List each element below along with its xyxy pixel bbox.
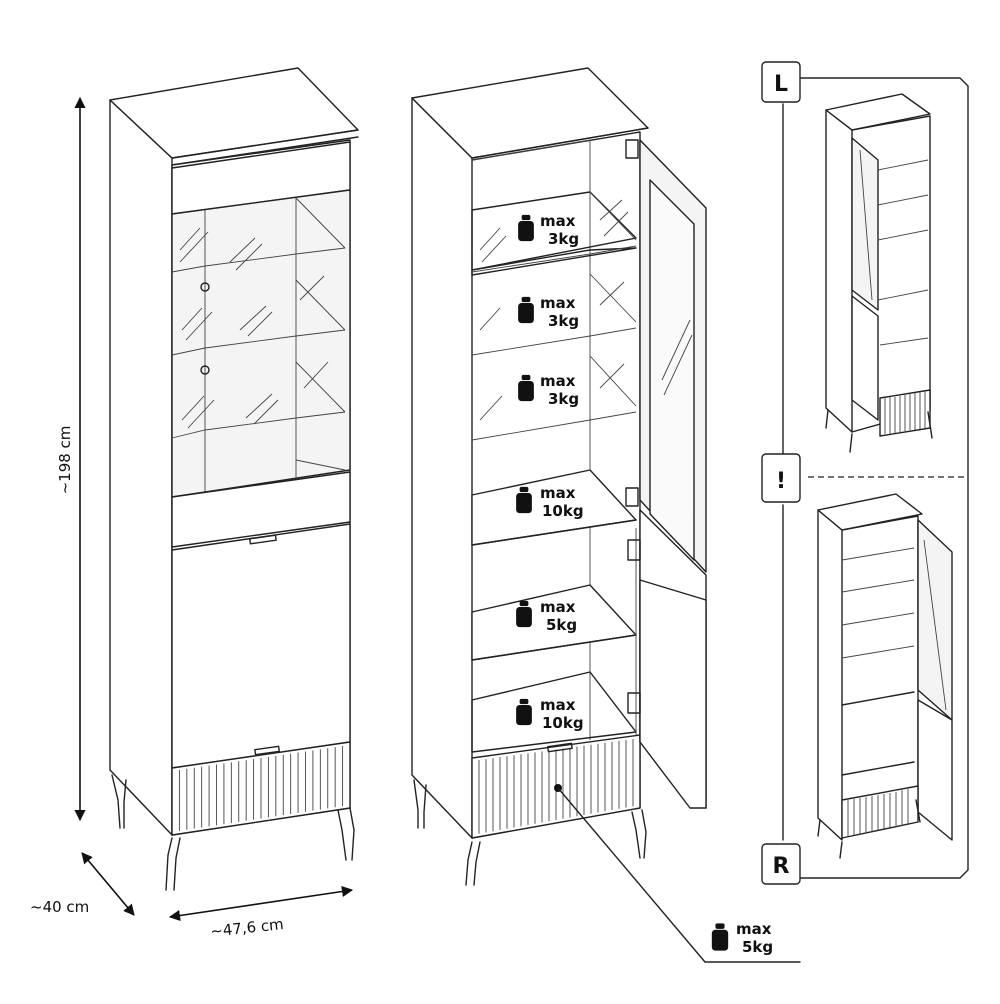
orientation-panel: L ! R — [761, 61, 969, 885]
svg-text:max: max — [540, 372, 576, 390]
load-label: max 10kg — [516, 484, 584, 520]
load-label: max 5kg — [711, 920, 773, 956]
svg-text:max: max — [736, 920, 772, 938]
depth-dimension: ~40 cm — [30, 898, 89, 916]
load-label: max 5kg — [516, 598, 577, 634]
cabinet-right-hinge — [817, 493, 953, 859]
left-orientation-box — [761, 61, 801, 103]
svg-text:max: max — [540, 294, 576, 312]
svg-text:5kg: 5kg — [546, 616, 577, 634]
load-label: max 3kg — [518, 212, 579, 248]
warning-icon: ! — [776, 469, 786, 494]
weight-icon — [518, 374, 534, 402]
cabinet-closed — [109, 67, 359, 891]
svg-text:10kg: 10kg — [542, 714, 584, 732]
dimension-lines — [74, 96, 354, 922]
width-dimension: ~47,6 cm — [209, 915, 284, 941]
load-label: max 3kg — [518, 372, 579, 408]
svg-text:3kg: 3kg — [548, 230, 579, 248]
height-dimension: ~198 cm — [56, 426, 74, 495]
load-label: max 10kg — [516, 696, 584, 732]
svg-text:max: max — [540, 696, 576, 714]
svg-text:max: max — [540, 598, 576, 616]
cabinet-left-hinge — [825, 93, 933, 453]
svg-text:5kg: 5kg — [742, 938, 773, 956]
right-orientation-box — [761, 843, 801, 885]
svg-text:max: max — [540, 484, 576, 502]
load-labels: max 3kg max 3kg max 3kg max 10kg max 5kg… — [516, 212, 773, 956]
load-label: max 3kg — [518, 294, 579, 330]
weight-icon — [518, 214, 534, 242]
right-orientation-label: R — [773, 854, 790, 879]
warning-box — [761, 453, 801, 503]
left-orientation-label: L — [774, 72, 788, 97]
svg-text:max: max — [540, 212, 576, 230]
weight-icon — [711, 923, 729, 951]
cabinet-open — [411, 67, 801, 963]
svg-text:10kg: 10kg — [542, 502, 584, 520]
weight-icon — [516, 698, 532, 726]
weight-icon — [518, 296, 534, 324]
svg-text:3kg: 3kg — [548, 390, 579, 408]
svg-text:3kg: 3kg — [548, 312, 579, 330]
